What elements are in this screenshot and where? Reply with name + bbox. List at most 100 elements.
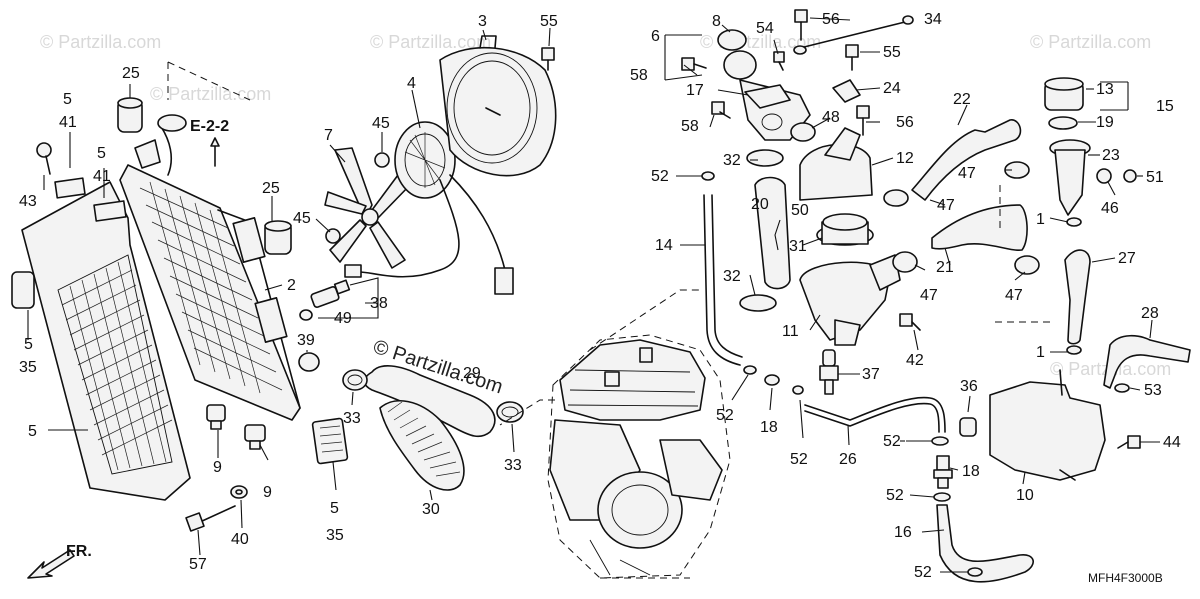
callout-38: 38 bbox=[370, 295, 388, 312]
clip-52f bbox=[967, 567, 983, 577]
callout-9a: 9 bbox=[213, 459, 222, 476]
grommet-39 bbox=[298, 352, 320, 372]
thermostat-housing-11 bbox=[799, 254, 901, 346]
ref-frame bbox=[167, 61, 251, 101]
nut-45b bbox=[325, 228, 341, 244]
callout-55a: 55 bbox=[540, 13, 558, 30]
callout-47b: 47 bbox=[937, 197, 955, 214]
callout-35b: 35 bbox=[326, 527, 344, 544]
grommet-pad bbox=[93, 200, 127, 222]
callout-24: 24 bbox=[883, 80, 901, 97]
callout-56a: 56 bbox=[822, 11, 840, 28]
callout-14: 14 bbox=[655, 237, 673, 254]
reservoir-tank-10 bbox=[989, 369, 1106, 481]
callout-28: 28 bbox=[1141, 305, 1159, 322]
rubber-pad bbox=[311, 417, 349, 465]
callout-52f: 52 bbox=[914, 564, 932, 581]
callout-2: 2 bbox=[287, 277, 296, 294]
bracket-24 bbox=[832, 79, 861, 103]
callout-37: 37 bbox=[862, 366, 880, 383]
hose-clamp-33b bbox=[496, 401, 524, 423]
watermark-text: © Partzilla.com bbox=[40, 32, 161, 52]
bolt-44 bbox=[1117, 435, 1141, 449]
callout-52d: 52 bbox=[883, 433, 901, 450]
thermostat-31 bbox=[816, 213, 874, 246]
rubber-mount bbox=[11, 271, 35, 309]
hose-clamp-47d bbox=[1014, 255, 1040, 275]
washer-18a bbox=[764, 374, 780, 386]
bolt-54 bbox=[773, 51, 785, 71]
callout-45a: 45 bbox=[372, 115, 390, 132]
callout-21: 21 bbox=[936, 259, 954, 276]
arrow-left-down-icon bbox=[27, 549, 75, 579]
clip-52c bbox=[792, 385, 804, 395]
grommet-46 bbox=[1096, 168, 1112, 184]
cover-neck bbox=[824, 127, 861, 161]
callout-57: 57 bbox=[189, 556, 207, 573]
radiator-hose-21 bbox=[931, 204, 1028, 251]
callout-53: 53 bbox=[1144, 382, 1162, 399]
clip-52e bbox=[933, 492, 951, 502]
hose-clamp-33a bbox=[342, 369, 368, 391]
clip-1b bbox=[1066, 345, 1082, 355]
bolt-43 bbox=[36, 142, 52, 175]
callout-35a: 35 bbox=[19, 359, 37, 376]
lower-hose-29 bbox=[363, 365, 496, 438]
callout-18a: 18 bbox=[760, 419, 778, 436]
hose-20 bbox=[754, 176, 791, 290]
callout-8: 8 bbox=[712, 13, 721, 30]
callout-31: 31 bbox=[789, 238, 807, 255]
callout-12: 12 bbox=[896, 150, 914, 167]
leader-dash bbox=[589, 289, 700, 351]
callout-47d: 47 bbox=[1005, 287, 1023, 304]
drain-bolt-9a bbox=[206, 404, 226, 430]
watermark-text: © Partzilla.com bbox=[370, 32, 491, 52]
fan-shroud bbox=[439, 35, 557, 177]
callout-50: 50 bbox=[791, 202, 809, 219]
callout-25b: 25 bbox=[262, 180, 280, 197]
callout-42: 42 bbox=[906, 352, 924, 369]
radiator-core bbox=[119, 114, 301, 421]
callout-1b: 1 bbox=[1036, 344, 1045, 361]
callout-20: 20 bbox=[751, 196, 769, 213]
hose-clamp-47b bbox=[892, 251, 918, 273]
callout-41a: 41 bbox=[59, 114, 77, 131]
overflow-hose-27 bbox=[1064, 249, 1091, 345]
callout-49: 49 bbox=[334, 310, 352, 327]
callout-34: 34 bbox=[924, 11, 942, 28]
callout-5b: 5 bbox=[97, 145, 106, 162]
bolt-58b bbox=[711, 101, 731, 119]
rubber-cap-25 bbox=[117, 97, 143, 133]
temp-sensor-37 bbox=[819, 349, 839, 395]
callout-19: 19 bbox=[1096, 114, 1114, 131]
section-reference: E-2-2 bbox=[190, 118, 229, 135]
callout-16: 16 bbox=[894, 524, 912, 541]
callout-36: 36 bbox=[960, 378, 978, 395]
callout-46: 46 bbox=[1101, 200, 1119, 217]
callout-15: 15 bbox=[1156, 98, 1174, 115]
callout-32b: 32 bbox=[723, 268, 741, 285]
drain-hose-16 bbox=[936, 504, 1034, 583]
hose-26-b bbox=[804, 402, 940, 433]
callout-51: 51 bbox=[1146, 169, 1164, 186]
reservoir-cap-13 bbox=[1044, 77, 1084, 111]
joint-18 bbox=[933, 455, 953, 489]
callout-22: 22 bbox=[953, 91, 971, 108]
front-direction-marker: FR. bbox=[27, 543, 92, 579]
leader-dash bbox=[499, 399, 555, 426]
callout-27: 27 bbox=[1118, 250, 1136, 267]
callout-11: 11 bbox=[782, 323, 799, 340]
gasket-19 bbox=[1048, 116, 1078, 130]
callout-6: 6 bbox=[651, 28, 660, 45]
corrugated-hose-30 bbox=[379, 400, 465, 491]
clip-53 bbox=[1114, 383, 1130, 393]
watermark-text: © Partzilla.com bbox=[1030, 32, 1151, 52]
callout-43: 43 bbox=[19, 193, 37, 210]
callout-1a: 1 bbox=[1036, 211, 1045, 228]
callout-25a: 25 bbox=[122, 65, 140, 82]
callout-26: 26 bbox=[839, 451, 857, 468]
clip-1a bbox=[1066, 217, 1082, 227]
callout-4: 4 bbox=[407, 75, 416, 92]
filler-neck-23 bbox=[1049, 139, 1091, 216]
